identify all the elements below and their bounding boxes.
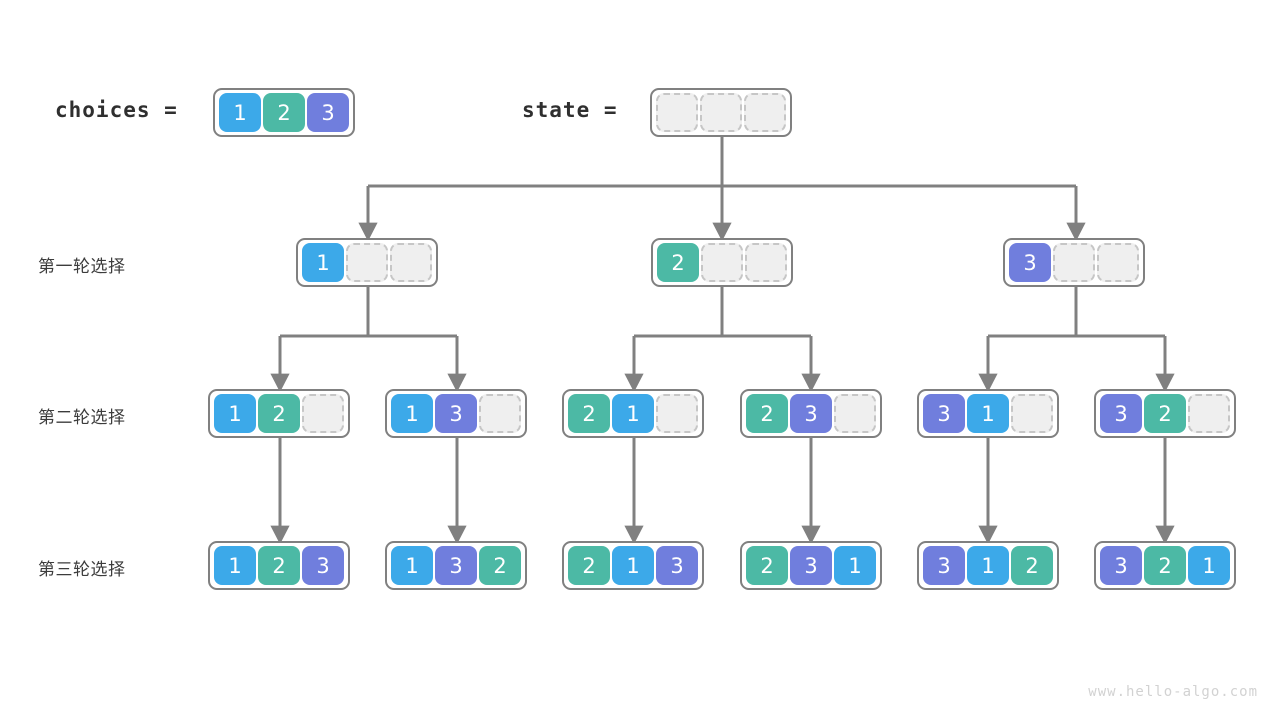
array-cell-1: 1: [967, 394, 1009, 433]
array-cell-3: 3: [923, 546, 965, 585]
array-cell-2: 2: [746, 394, 788, 433]
array-cell-2: 2: [1144, 394, 1186, 433]
round-1-node-2: 2: [651, 238, 793, 287]
array-cell-empty: [1053, 243, 1095, 282]
array-cell-empty: [700, 93, 742, 132]
array-cell-empty: [346, 243, 388, 282]
array-cell-3: 3: [790, 394, 832, 433]
array-cell-empty: [390, 243, 432, 282]
array-cell-2: 2: [568, 546, 610, 585]
array-cell-3: 3: [656, 546, 698, 585]
array-cell-2: 2: [657, 243, 699, 282]
array-cell-1: 1: [391, 394, 433, 433]
row-label-round-2: 第二轮选择: [38, 408, 126, 427]
array-cell-empty: [1011, 394, 1053, 433]
array-cell-3: 3: [1100, 394, 1142, 433]
array-cell-1: 1: [612, 546, 654, 585]
array-cell-2: 2: [258, 394, 300, 433]
array-cell-3: 3: [1009, 243, 1051, 282]
array-cell-1: 1: [219, 93, 261, 132]
array-cell-2: 2: [263, 93, 305, 132]
array-cell-empty: [834, 394, 876, 433]
array-cell-empty: [701, 243, 743, 282]
watermark: www.hello-algo.com: [1088, 684, 1258, 700]
array-cell-1: 1: [391, 546, 433, 585]
array-cell-1: 1: [1188, 546, 1230, 585]
array-cell-3: 3: [790, 546, 832, 585]
array-cell-1: 1: [967, 546, 1009, 585]
array-cell-2: 2: [1144, 546, 1186, 585]
array-cell-3: 3: [302, 546, 344, 585]
state-array-box: [650, 88, 792, 137]
array-cell-empty: [656, 394, 698, 433]
array-cell-1: 1: [302, 243, 344, 282]
array-cell-empty: [744, 93, 786, 132]
array-cell-2: 2: [1011, 546, 1053, 585]
array-cell-3: 3: [1100, 546, 1142, 585]
array-cell-3: 3: [435, 394, 477, 433]
array-cell-empty: [745, 243, 787, 282]
array-cell-empty: [656, 93, 698, 132]
array-cell-3: 3: [307, 93, 349, 132]
array-cell-1: 1: [612, 394, 654, 433]
array-cell-3: 3: [923, 394, 965, 433]
state-label: state =: [522, 98, 618, 122]
round-1-node-1: 1: [296, 238, 438, 287]
choices-label: choices =: [55, 98, 178, 122]
array-cell-2: 2: [746, 546, 788, 585]
array-cell-2: 2: [258, 546, 300, 585]
array-cell-1: 1: [214, 394, 256, 433]
array-cell-empty: [1188, 394, 1230, 433]
array-cell-3: 3: [435, 546, 477, 585]
array-cell-empty: [1097, 243, 1139, 282]
round-1-node-3: 3: [1003, 238, 1145, 287]
array-cell-2: 2: [479, 546, 521, 585]
array-cell-1: 1: [214, 546, 256, 585]
array-cell-empty: [479, 394, 521, 433]
row-label-round-1: 第一轮选择: [38, 257, 126, 276]
array-cell-1: 1: [834, 546, 876, 585]
array-cell-2: 2: [568, 394, 610, 433]
array-cell-empty: [302, 394, 344, 433]
row-label-round-3: 第三轮选择: [38, 560, 126, 579]
